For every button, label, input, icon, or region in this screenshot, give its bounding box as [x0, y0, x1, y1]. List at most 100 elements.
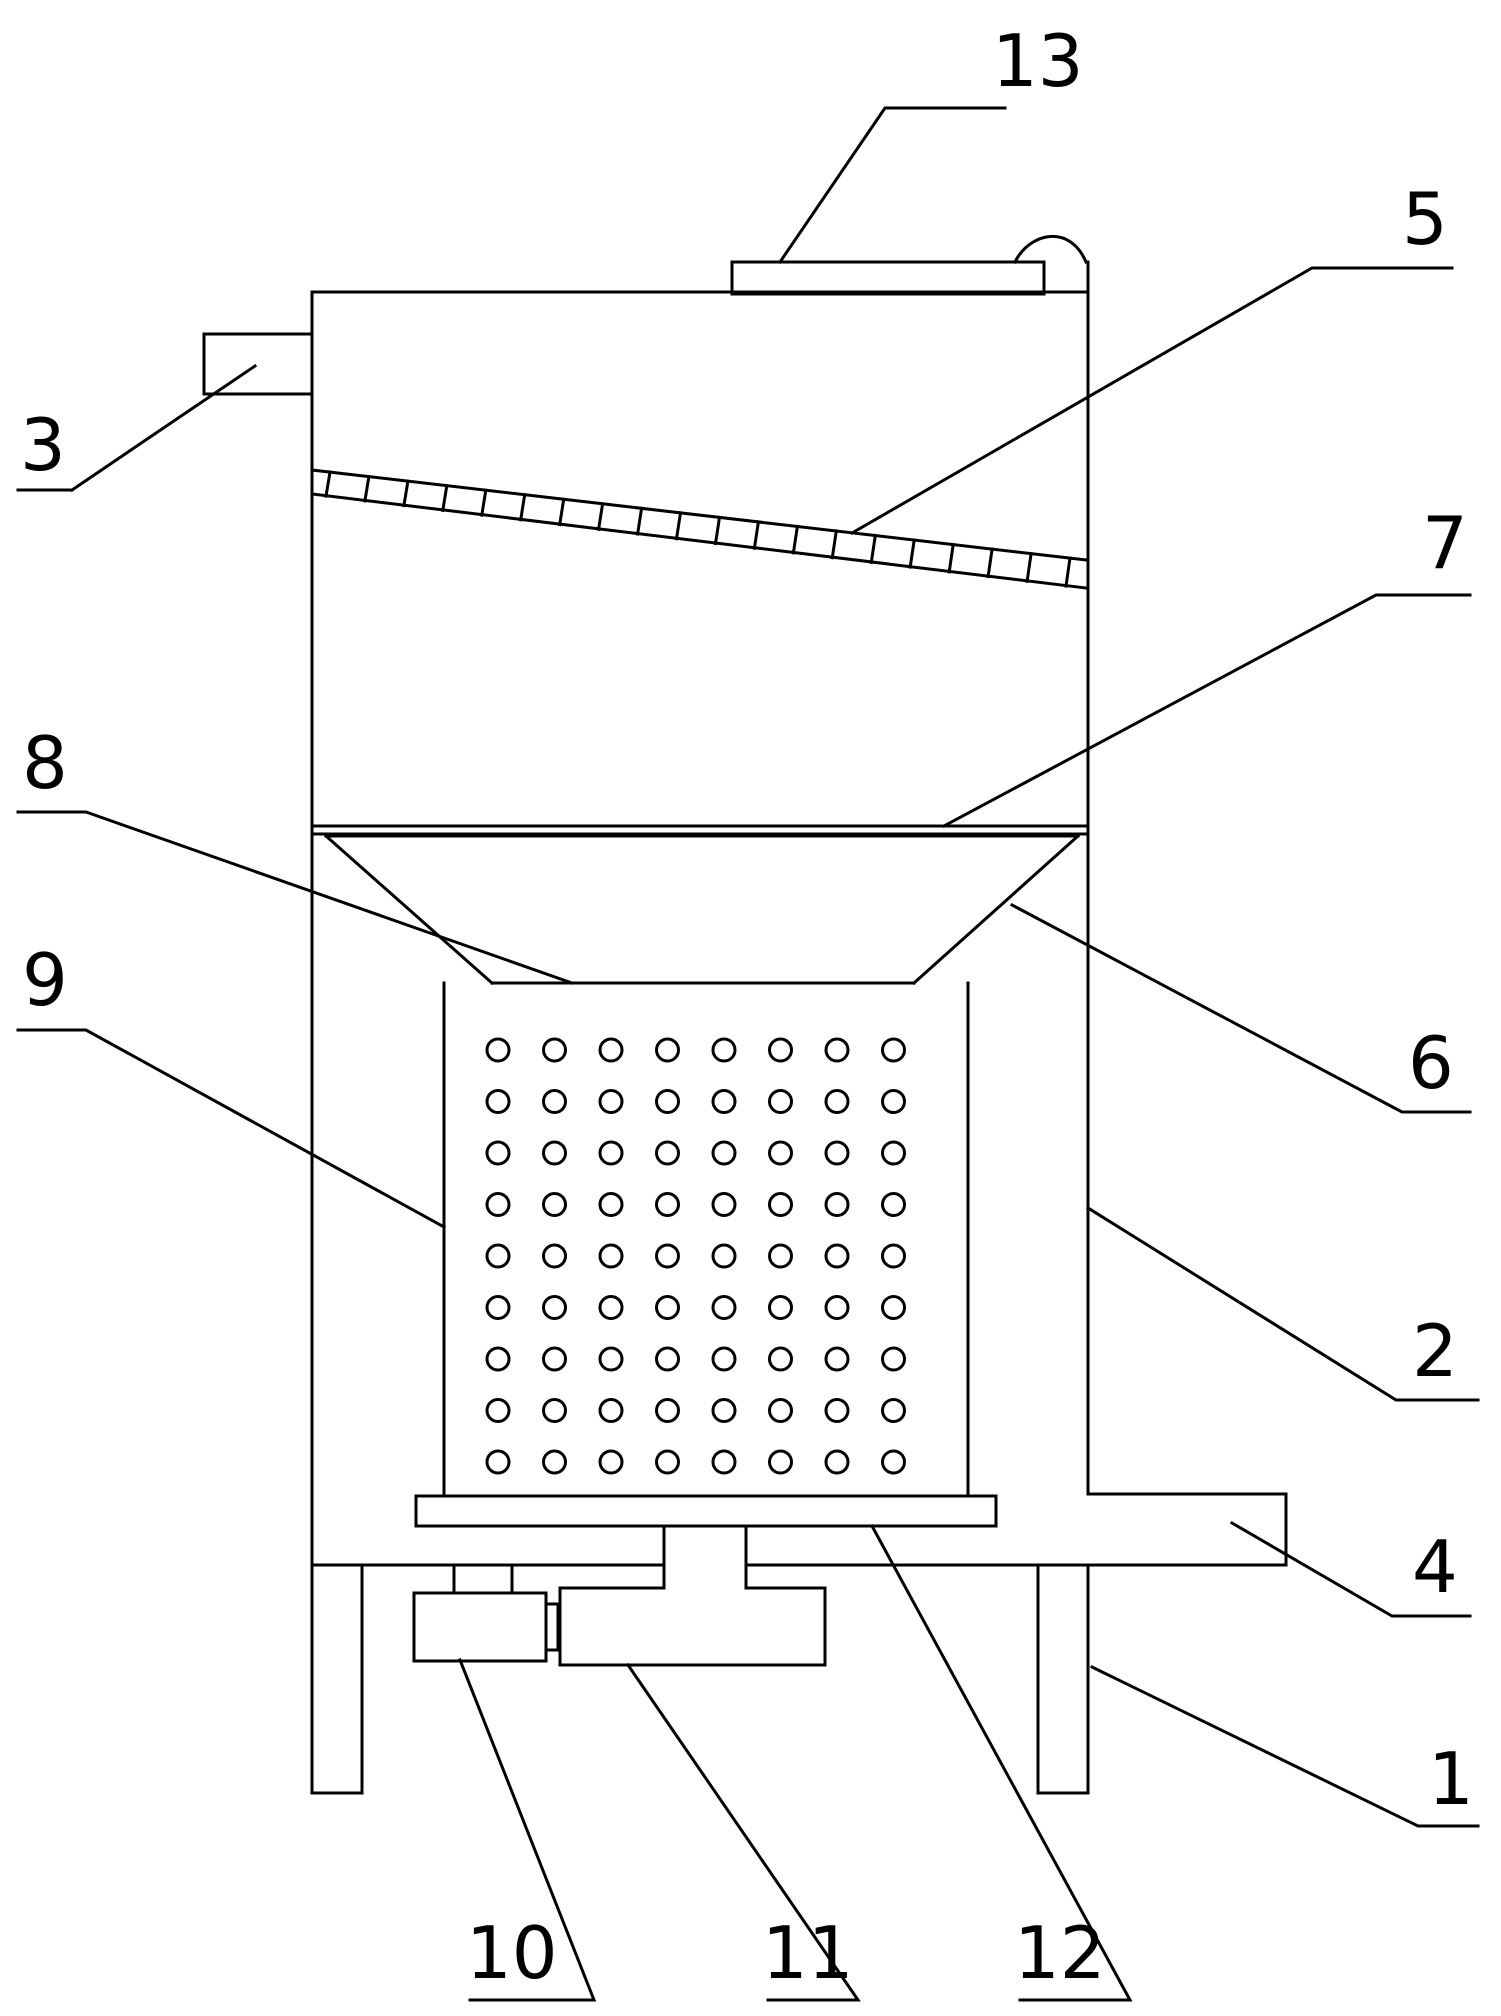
- label-10: 10: [466, 1911, 558, 1995]
- motor-part-10: [412, 1563, 560, 1663]
- drum-hole: [768, 1295, 793, 1320]
- legs-part-1: [310, 1563, 1090, 1795]
- screen-bar: [324, 470, 332, 498]
- leader-lines: [16, 106, 1480, 2002]
- screen-bar: [635, 506, 644, 536]
- label-11: 11: [762, 1911, 854, 1995]
- drum-hole: [598, 1192, 624, 1217]
- drum-hole: [485, 1089, 511, 1114]
- drum-hole: [881, 1089, 906, 1114]
- drum-hole: [824, 1089, 850, 1114]
- drum-hole: [881, 1295, 906, 1320]
- drum-hole: [655, 1346, 680, 1372]
- drum-hole: [655, 1089, 680, 1114]
- label-8: 8: [22, 721, 68, 805]
- drum-hole: [768, 1140, 793, 1166]
- drum-hole: [542, 1449, 567, 1475]
- drum-hole: [768, 1243, 793, 1269]
- drum-hole: [711, 1449, 737, 1475]
- drum-hole: [542, 1346, 567, 1372]
- drum-hole: [711, 1140, 737, 1166]
- drum-holes: [485, 1037, 906, 1475]
- drum-hole: [655, 1243, 680, 1269]
- drum-hole: [485, 1295, 511, 1320]
- drum-hole: [542, 1037, 567, 1063]
- drum-hole: [881, 1243, 906, 1269]
- drum-hole: [485, 1243, 511, 1269]
- drum-hole: [598, 1089, 624, 1114]
- label-4: 4: [1412, 1525, 1458, 1609]
- drum-hole: [655, 1037, 680, 1063]
- drum-hole: [824, 1037, 850, 1063]
- drum-hole: [824, 1243, 850, 1269]
- drum-hole: [711, 1295, 737, 1320]
- drum-hole: [824, 1346, 850, 1372]
- gearbox-part-11: [558, 1586, 827, 1667]
- screen-bar: [557, 497, 566, 527]
- label-7: 7: [1422, 501, 1468, 585]
- screen-bar: [947, 542, 955, 574]
- drum-hole: [598, 1398, 624, 1423]
- drum-hole: [655, 1192, 680, 1217]
- screen-bar: [713, 515, 722, 546]
- drum-hole: [598, 1140, 624, 1166]
- drum-hole: [768, 1089, 793, 1114]
- screen-bar: [596, 502, 605, 532]
- screen-bar: [791, 524, 800, 555]
- drum-hole: [598, 1295, 624, 1320]
- drum-hole: [485, 1398, 511, 1423]
- screen-bar: [480, 488, 488, 517]
- drum-hole: [768, 1449, 793, 1475]
- screen-bar: [1025, 551, 1033, 583]
- drum-hole: [824, 1398, 850, 1423]
- drum-hole: [824, 1140, 850, 1166]
- drum-hole: [655, 1295, 680, 1320]
- drum-hole: [542, 1243, 567, 1269]
- drum-hole: [485, 1140, 511, 1166]
- drum-hole: [711, 1037, 737, 1063]
- screen-bar: [830, 529, 839, 560]
- drum-hole: [881, 1449, 906, 1475]
- drum-hole: [711, 1398, 737, 1423]
- drum-hole: [881, 1192, 906, 1217]
- inclined-screen-part-5: [310, 468, 1088, 590]
- drum-hole: [768, 1037, 793, 1063]
- screen-bar: [518, 492, 527, 522]
- label-13: 13: [992, 19, 1084, 103]
- drum-hole: [881, 1346, 906, 1372]
- drum-hole: [542, 1089, 567, 1114]
- screen-bar: [441, 483, 449, 513]
- perforated-drum-part-9: [442, 981, 970, 1498]
- screen-bar: [908, 538, 916, 569]
- label-9: 9: [22, 938, 68, 1022]
- label-12: 12: [1014, 1911, 1106, 1995]
- housing-part-2: [310, 260, 1288, 1567]
- plate-part-7: [310, 824, 1090, 836]
- screen-bar: [869, 533, 878, 565]
- drum-hole: [768, 1398, 793, 1423]
- label-2: 2: [1412, 1309, 1458, 1393]
- drum-hole: [598, 1243, 624, 1269]
- drum-hole: [655, 1449, 680, 1475]
- screen-bar: [986, 547, 994, 579]
- drum-hole: [485, 1346, 511, 1372]
- drum-hole: [824, 1192, 850, 1217]
- drum-hole: [598, 1346, 624, 1372]
- drum-hole: [598, 1449, 624, 1475]
- drum-hole: [485, 1449, 511, 1475]
- drum-hole: [711, 1346, 737, 1372]
- hopper-part-6: [323, 833, 1081, 986]
- screen-bar: [752, 520, 761, 550]
- screen-bar: [1064, 556, 1072, 588]
- base-plate-part-12: [414, 1494, 998, 1590]
- drum-hole: [711, 1243, 737, 1269]
- label-3: 3: [20, 403, 66, 487]
- drum-hole: [485, 1192, 511, 1217]
- drum-hole: [881, 1140, 906, 1166]
- screen-bar: [402, 479, 410, 508]
- drum-hole: [881, 1037, 906, 1063]
- top-box-part-13: [730, 234, 1088, 296]
- drum-hole: [655, 1140, 680, 1166]
- drum-hole: [542, 1295, 567, 1320]
- drum-hole: [824, 1295, 850, 1320]
